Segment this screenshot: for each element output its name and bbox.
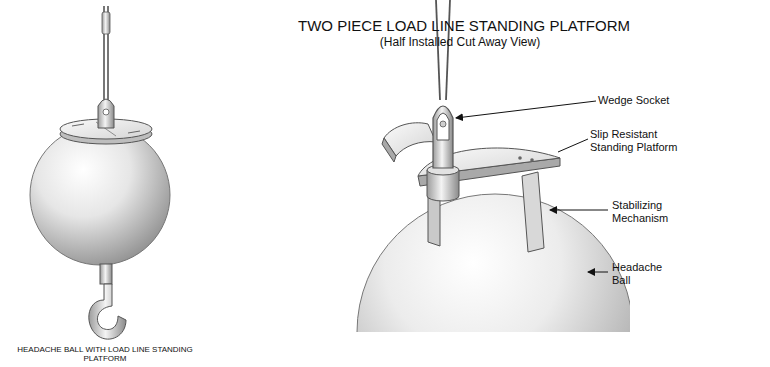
leader-line <box>558 139 588 152</box>
stabilizer-plate <box>522 172 544 252</box>
cutaway-assembly <box>357 194 630 332</box>
load-line <box>436 0 440 100</box>
title-heading: TWO PIECE LOAD LINE STANDING PLATFORM <box>298 17 628 34</box>
view-note: (Half Installed Cut Away View) <box>350 36 570 50</box>
platform-hole <box>518 156 522 160</box>
leader-lines <box>456 101 608 272</box>
part-label: Headache Ball <box>612 261 672 286</box>
leader-line <box>550 210 608 211</box>
platform-hole <box>530 158 534 162</box>
leader-line <box>456 101 596 118</box>
part-label: Slip Resistant Standing Platform <box>590 128 690 153</box>
socket-pin <box>103 109 109 115</box>
ferrule <box>102 12 110 34</box>
figure-caption: HEADACHE BALL WITH LOAD LINE STANDING PL… <box>10 345 200 363</box>
hook <box>89 284 126 339</box>
platform-slot <box>128 131 140 133</box>
socket-pin <box>440 121 446 127</box>
headache-ball-assembly <box>30 6 170 339</box>
ball <box>30 125 170 265</box>
wedge-socket <box>98 99 114 128</box>
leader-line <box>588 272 608 273</box>
platform-slot <box>72 124 84 126</box>
part-label: Stabilizing Mechanism <box>612 199 687 224</box>
headache-ball <box>357 194 630 332</box>
hook-shank <box>100 264 112 284</box>
wedge-socket <box>433 106 453 168</box>
part-label: Wedge Socket <box>598 94 708 107</box>
platform-edge <box>382 138 396 162</box>
load-line <box>446 0 450 100</box>
socket-eye <box>437 113 449 140</box>
